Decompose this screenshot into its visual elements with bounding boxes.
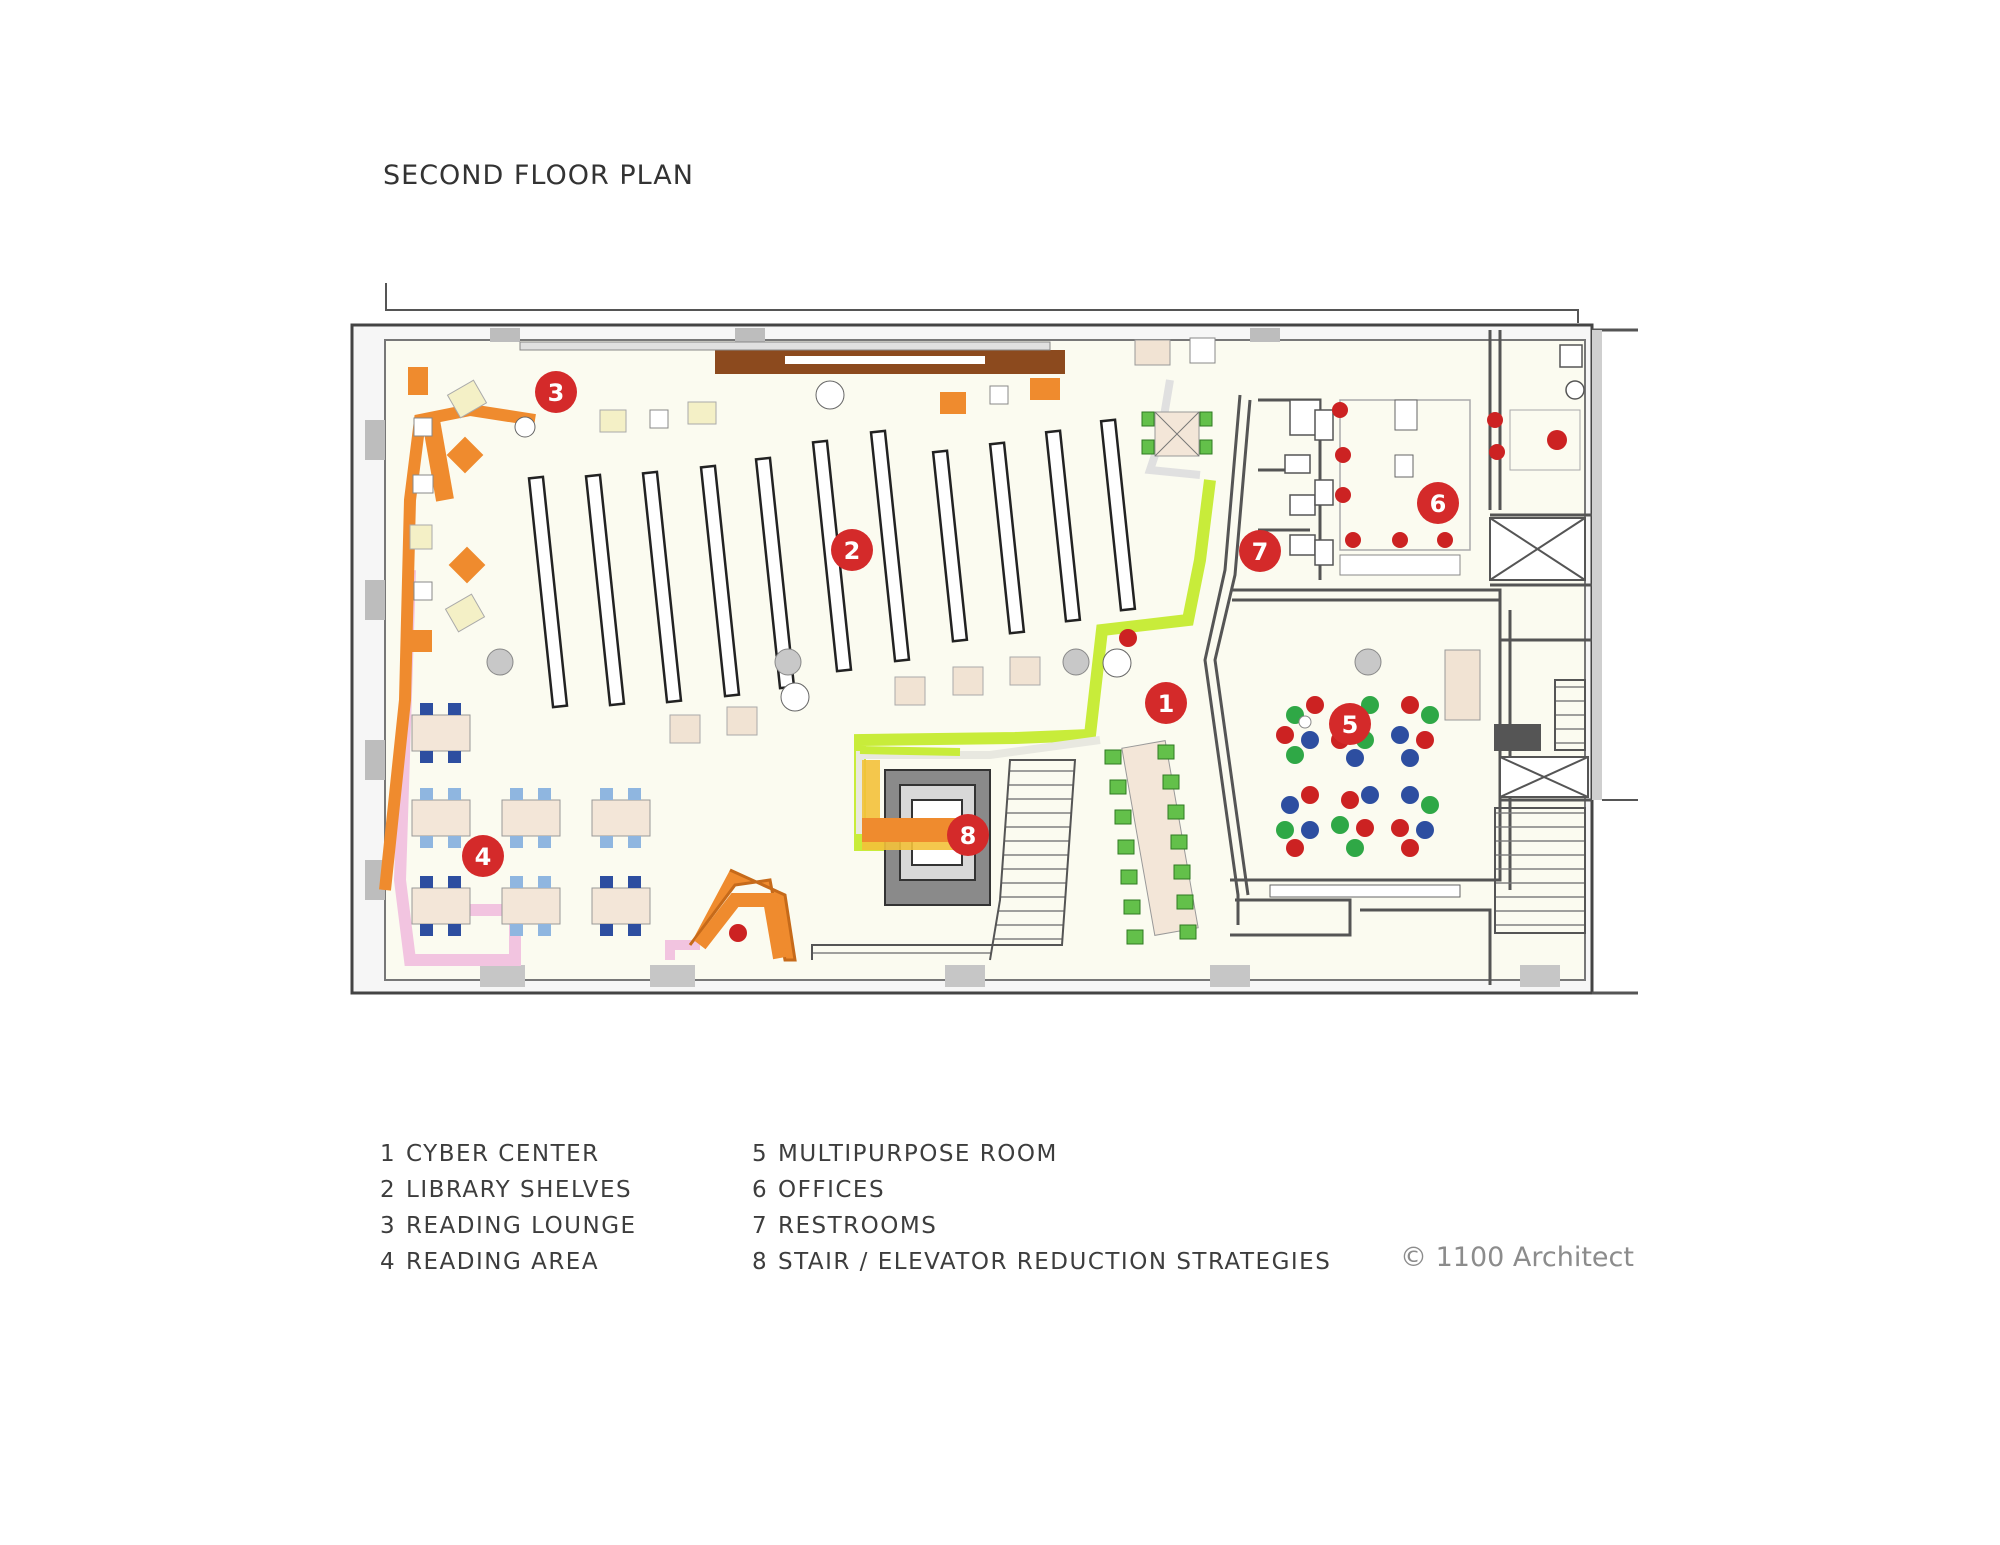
structural-columns [486,648,1382,676]
mechanical-shafts [1489,517,1589,934]
marker-2: 2 [831,529,873,571]
svg-text:1: 1 [1158,690,1175,718]
cube-seating [669,656,1041,744]
circulation-path-orange [379,403,536,891]
multipurpose-seating [1269,649,1481,898]
copyright: © 1100 Architect [1400,1242,1634,1273]
marker-1: 1 [1145,682,1187,724]
svg-text:7: 7 [1252,538,1269,566]
office-furniture [1134,337,1581,576]
marker-8: 8 [947,814,989,856]
marker-7: 7 [1239,530,1281,572]
marker-3: 3 [535,371,577,413]
svg-text:3: 3 [548,379,565,407]
page-title: SECOND FLOOR PLAN [383,160,694,191]
svg-text:8: 8 [960,822,977,850]
lounge-seating [408,367,1060,652]
marker-5: 5 [1329,703,1371,745]
marker-4: 4 [462,835,504,877]
svg-text:4: 4 [475,843,492,871]
svg-text:2: 2 [844,537,861,565]
marker-6: 6 [1417,482,1459,524]
svg-text:5: 5 [1342,711,1359,739]
cyber-center-desks [1104,411,1213,945]
restroom-fixtures [1284,344,1585,566]
reading-tables [411,703,651,936]
svg-text:6: 6 [1430,490,1447,518]
